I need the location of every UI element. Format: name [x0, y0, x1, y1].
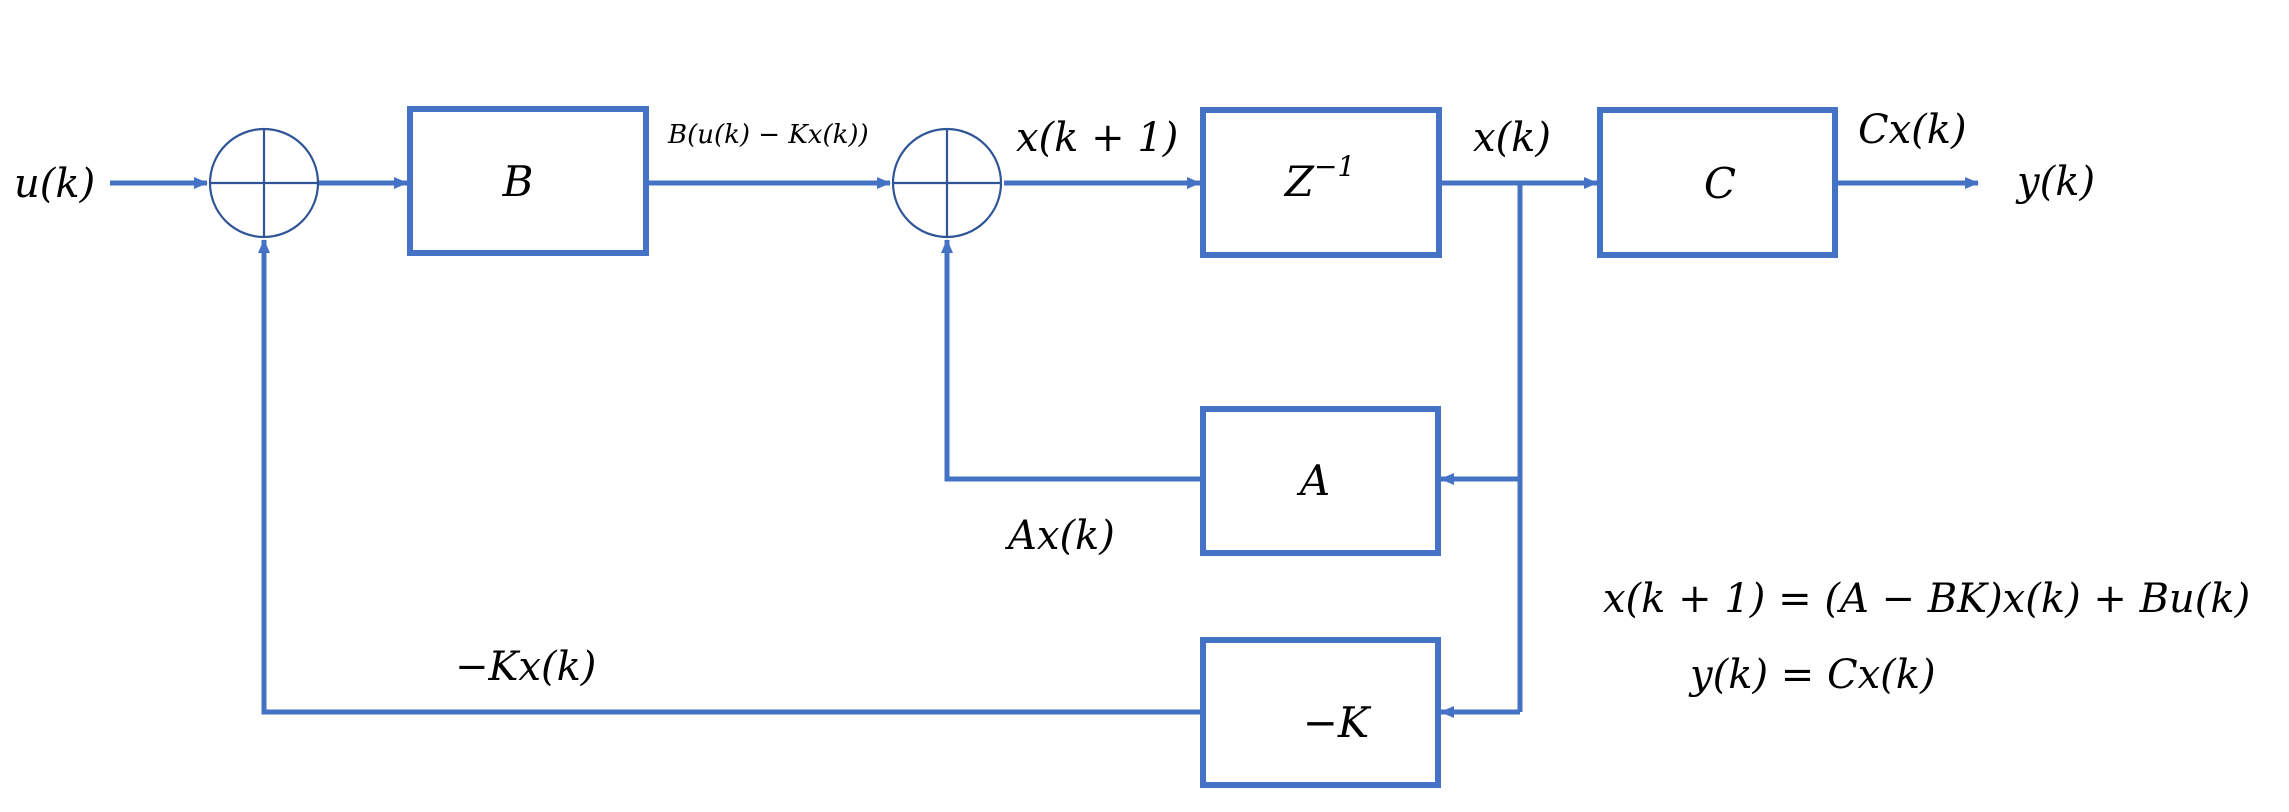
c-block-label: C — [1704, 159, 1736, 208]
a-output-signal-label: Ax(k) — [1004, 513, 1115, 559]
c-output-signal-label: Cx(k) — [1858, 107, 1967, 153]
a-block: A — [1200, 406, 1441, 556]
wire-a-to-summer2 — [941, 239, 1203, 482]
c-block: C — [1597, 107, 1838, 258]
signal-wires — [110, 177, 1979, 718]
summing-junction-2 — [891, 127, 1003, 239]
state-signal-label: x(k) — [1473, 115, 1551, 161]
svg-text:Z−1: Z−1 — [1283, 150, 1355, 206]
next-state-signal-label: x(k + 1) — [1016, 115, 1178, 161]
neg-k-block: −K — [1200, 637, 1441, 788]
delay-block: Z−1 — [1200, 107, 1442, 258]
output-signal-label: y(k) — [2015, 159, 2095, 205]
b-block: B — [407, 106, 649, 256]
wire-neg-k-to-summer1 — [258, 239, 1203, 715]
delay-block-label: Z — [1283, 157, 1315, 206]
a-block-label: A — [1296, 456, 1330, 505]
output-equation: y(k) = Cx(k) — [1688, 652, 1936, 698]
state-equation: x(k + 1) = (A − BK)x(k) + Bu(k) — [1603, 576, 2250, 622]
input-signal-label: u(k) — [14, 161, 95, 207]
b-block-label: B — [502, 157, 534, 206]
b-output-signal-label: B(u(k) − Kx(k)) — [667, 120, 869, 150]
summing-junction-1 — [208, 127, 320, 239]
delay-exponent: −1 — [1314, 150, 1355, 183]
neg-k-block-label: −K — [1303, 698, 1372, 747]
k-output-signal-label: −Kx(k) — [455, 644, 596, 690]
